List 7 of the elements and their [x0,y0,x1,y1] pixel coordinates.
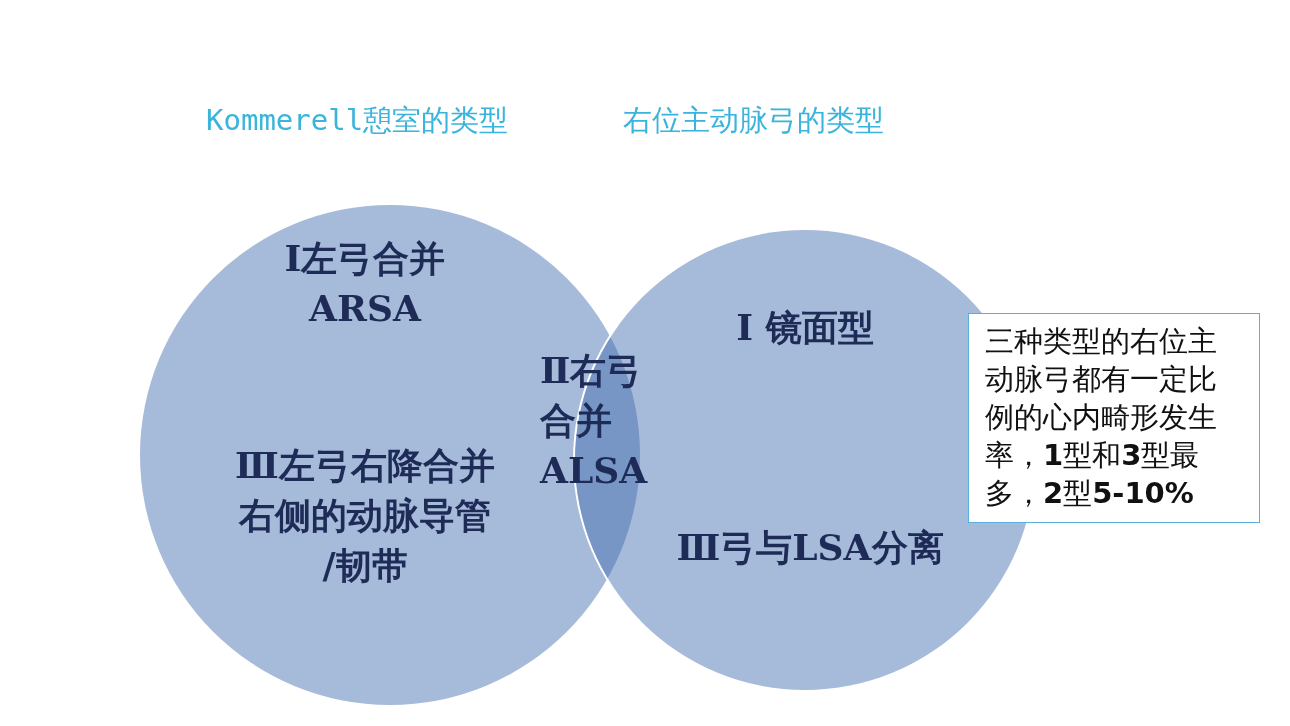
note-box: 三种类型的右位主动脉弓都有一定比例的心内畸形发生率，1型和3型最多，2型5-10% [968,313,1260,523]
venn-label: Ⅰ 镜面型 [735,305,875,350]
category-title: Kommerell憩室的类型 [206,102,509,139]
venn-label: Ⅲ弓与LSA分离 [675,525,945,570]
venn-label: Ⅲ左弓右降合并右侧的动脉导管 /韧带 [234,443,496,588]
venn-label: Ⅰ左弓合并 ARSA [283,236,447,331]
category-title: 右位主动脉弓的类型 [623,102,884,139]
